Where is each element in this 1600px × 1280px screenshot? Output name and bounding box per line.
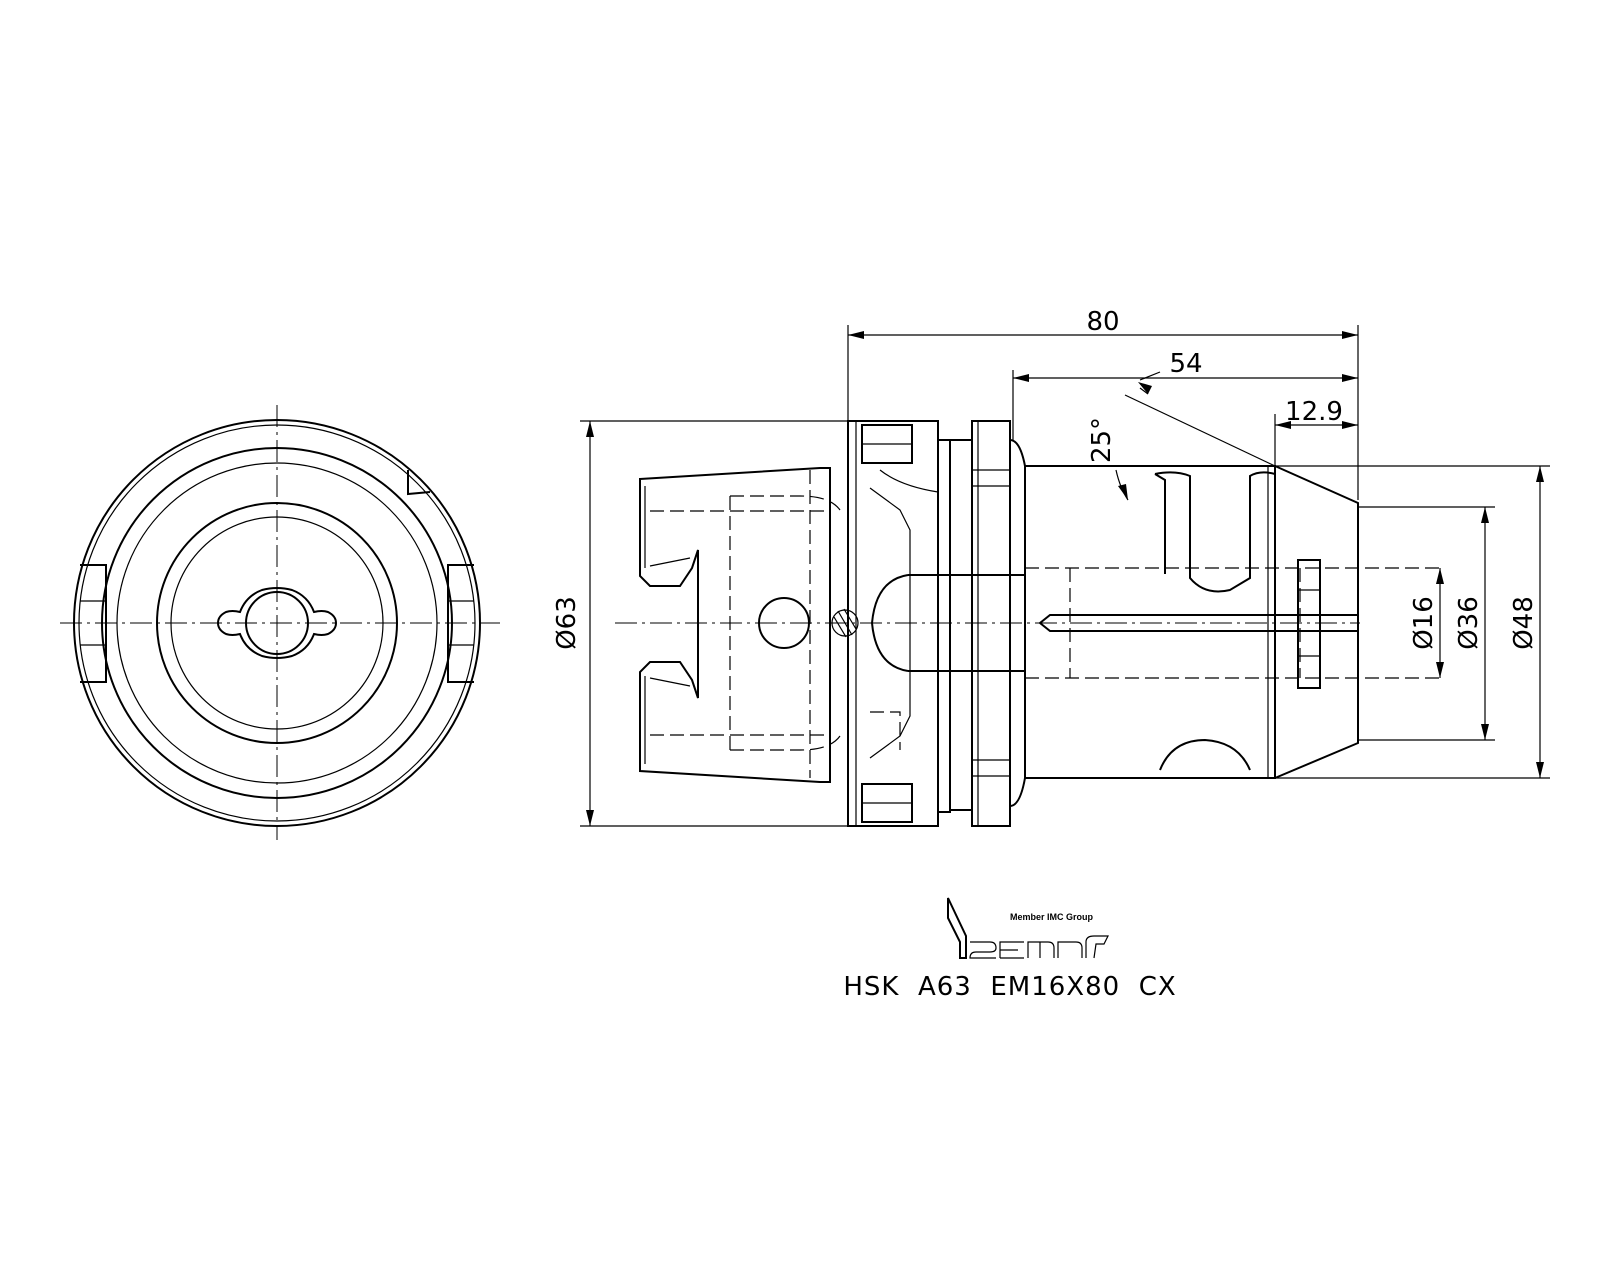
dim-overall-length: 80 [1086, 307, 1119, 337]
dim-inner-diameter: Ø36 [1454, 596, 1484, 650]
dim-flange-diameter: Ø63 [552, 596, 582, 650]
logo-tagline: Member IMC Group [1010, 912, 1094, 922]
iscar-logo: Member IMC Group [947, 897, 1109, 959]
dim-bore-diameter: Ø16 [1409, 596, 1439, 650]
dim-nose-angle: 25° [1087, 417, 1117, 463]
dimensions: 80 54 12.9 25° Ø63 Ø16 Ø36 Ø48 [552, 307, 1550, 827]
part-designation: HSK A63 EM16X80 CX [843, 972, 1177, 1002]
end-view [60, 405, 500, 840]
dim-nose-length: 12.9 [1285, 397, 1343, 427]
side-view [615, 420, 1440, 827]
dim-body-length: 54 [1169, 349, 1202, 379]
dim-body-diameter: Ø48 [1509, 596, 1539, 650]
